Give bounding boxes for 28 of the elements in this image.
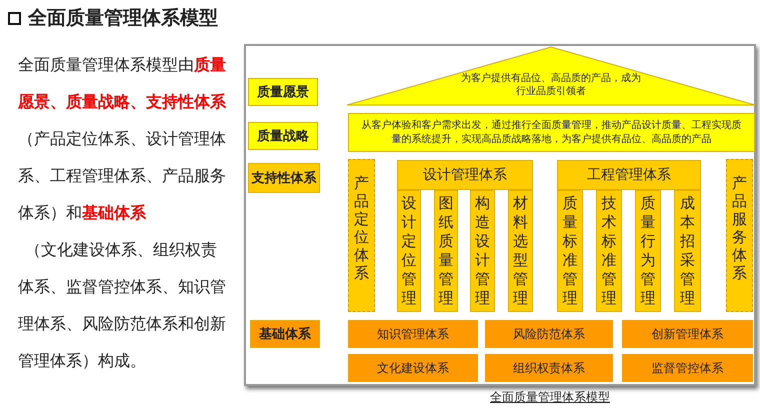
roof-triangle: 为客户提供有品位、高品质的产品，成为行业品质引领者 [347,46,755,106]
foundation-box: 监督管控体系 [622,354,753,382]
level-label-box: 基础体系 [250,320,320,348]
pillar-box: 成本招采管理 [674,190,701,312]
level-label-box: 质量愿景 [248,78,318,106]
pillar-box: 质量行为管理 [635,190,661,312]
pillar-box: 材料选型管理 [508,190,533,312]
foundation-box: 创新管理体系 [622,320,753,348]
pillar-box: 技术标准管理 [596,190,622,312]
level-label-box: 质量战略 [248,122,318,150]
caption: 全面质量管理体系模型 [489,389,611,406]
foundation-box: 文化建设体系 [348,354,478,382]
system-header-box: 工程管理体系 [557,160,701,190]
pillar-box: 构造设计管理 [470,190,495,312]
level-label-box: 支持性体系 [248,163,320,193]
service-pillar: 产品定位体系 [348,159,375,312]
description-paragraph: （文化建设体系、组织权责体系、监督管控体系、知识管理体系、风险防范体系和创新管理体系）构成。 [18,239,227,372]
foundation-box: 风险防范体系 [485,320,613,348]
pillar-box: 图纸质量管理 [434,190,458,312]
foundation-box: 组织权责体系 [485,354,613,382]
pillar-box: 设计定位管理 [397,190,421,312]
system-header-box: 设计管理体系 [397,160,533,190]
foundation-box: 知识管理体系 [348,320,478,348]
pillar-box: 质量标准管理 [557,190,583,312]
description-paragraph: 全面质量管理体系模型由质量愿景、质量战略、支持性体系（产品定位体系、设计管理体系、工程管理体系、产品服务体系）和基础体系 [18,54,227,224]
service-pillar: 产品服务体系 [726,159,753,312]
strategy-band: 从客户体验和客户需求出发，通过推行全面质量管理，推动产品设计质量、工程实现质量的系统提升，实现高品质战略落地，为客户提供有品位、高品质的产品 [348,113,755,152]
title: 全面质量管理体系模型 [28,6,219,31]
